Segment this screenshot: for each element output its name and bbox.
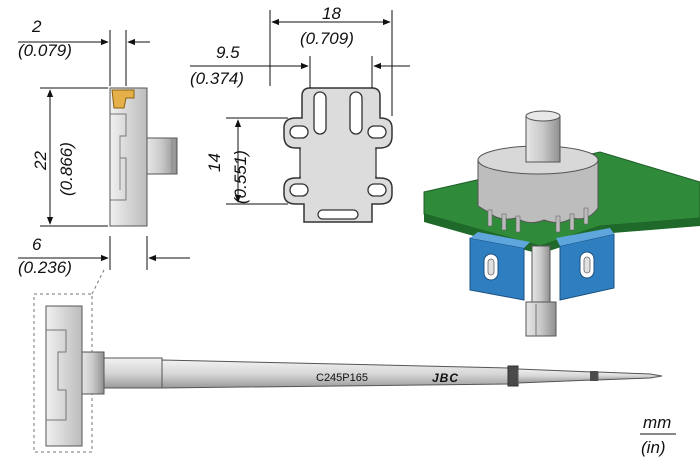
unit-in: (in): [641, 438, 666, 457]
dimension-9-5mm: 9.5 (0.374): [190, 43, 410, 88]
component-pins: [487, 207, 589, 233]
dim-9-5-in: (0.374): [190, 69, 244, 88]
dimension-18mm: 18 (0.709): [269, 4, 393, 116]
dimension-2mm: 2 (0.079): [18, 17, 150, 86]
dimension-14mm: 14 (0.551): [205, 117, 288, 205]
dim-9-5-mm: 9.5: [216, 43, 240, 62]
dim-22-mm: 22: [31, 151, 50, 171]
dim-2-in: (0.079): [18, 41, 72, 60]
dim-2-mm: 2: [31, 17, 42, 36]
dim-14-in: (0.551): [231, 150, 250, 204]
dim-14-mm: 14: [205, 153, 224, 172]
dimension-22mm: 22 (0.866): [31, 87, 108, 227]
dim-6-mm: 6: [32, 235, 42, 254]
dim-18-mm: 18: [322, 4, 341, 23]
brand-logo: JBC: [432, 371, 459, 385]
dimension-6mm: 6 (0.236): [18, 235, 190, 277]
dim-18-in: (0.709): [300, 29, 354, 48]
front-view: [283, 87, 393, 223]
units-legend: mm (in): [640, 413, 676, 457]
soldering-tip: C245P165 JBC: [33, 269, 663, 453]
side-view: [109, 87, 178, 227]
unit-mm: mm: [643, 413, 671, 432]
dim-6-in: (0.236): [18, 258, 72, 277]
dim-22-in: (0.866): [57, 142, 76, 196]
tip-part-number: C245P165: [316, 372, 368, 384]
application-illustration: [423, 110, 700, 337]
